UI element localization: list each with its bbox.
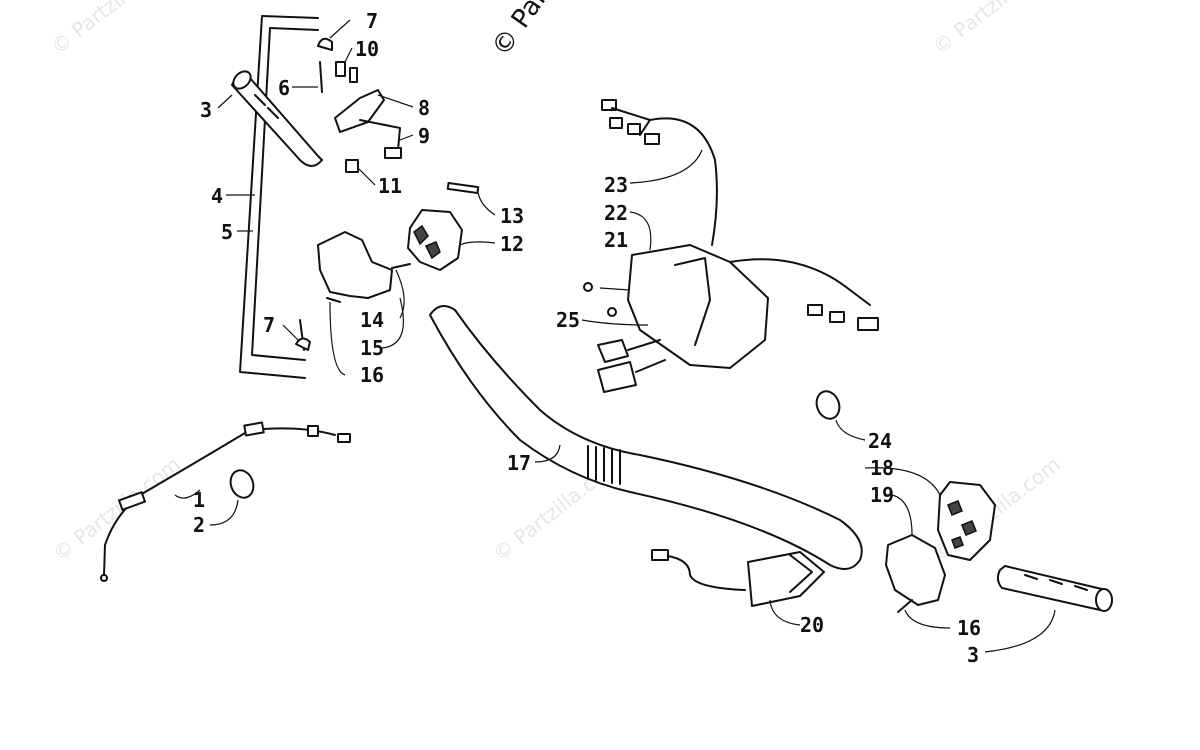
- callout-19: 19: [870, 483, 894, 507]
- callout-6: 6: [278, 76, 290, 100]
- watermark-top-right: © Partzilla.com: [928, 0, 1064, 59]
- throttle-housing: [295, 231, 411, 351]
- left-switch-housing: [407, 181, 480, 271]
- callout-3-right: 3: [967, 643, 979, 667]
- callout-1: 1: [193, 488, 205, 512]
- callout-5: 5: [221, 220, 233, 244]
- callout-10: 10: [355, 37, 379, 61]
- callout-20: 20: [800, 613, 824, 637]
- left-grip: [231, 70, 323, 167]
- callout-11: 11: [378, 174, 402, 198]
- right-grip: [996, 565, 1113, 612]
- callouts: 1 2 3 3 4 5 6 7 7 8 9 10 11 12 13 14 15 …: [193, 9, 981, 667]
- heater-element: [651, 549, 825, 607]
- handlebar: [429, 305, 863, 570]
- wiring-harness-cover: [583, 99, 879, 393]
- callout-24: 24: [868, 429, 892, 453]
- callout-13: 13: [500, 204, 524, 228]
- watermark-top-center: © Partzilla.com: [486, 0, 626, 62]
- leader-lines: [174, 19, 1056, 653]
- callout-12: 12: [500, 232, 524, 256]
- top-left-hardware: [317, 37, 402, 173]
- callout-14: 14: [360, 308, 384, 332]
- callout-2: 2: [193, 513, 205, 537]
- callout-3-left: 3: [200, 98, 212, 122]
- callout-16-left: 16: [360, 363, 384, 387]
- callout-8: 8: [418, 96, 430, 120]
- callout-17: 17: [507, 451, 531, 475]
- right-switch-housing: [885, 481, 996, 613]
- callout-22: 22: [604, 201, 628, 225]
- callout-15: 15: [360, 336, 384, 360]
- callout-18: 18: [870, 456, 894, 480]
- callout-21: 21: [604, 228, 628, 252]
- callout-16-right: 16: [957, 616, 981, 640]
- callout-7-bottom: 7: [263, 313, 275, 337]
- throttle-cable: [100, 421, 351, 582]
- kit-bracket: [239, 15, 319, 379]
- watermark-mid-left: © Partzilla.com: [48, 452, 184, 566]
- callout-25: 25: [556, 308, 580, 332]
- callout-4: 4: [211, 184, 223, 208]
- callout-9: 9: [418, 124, 430, 148]
- snap-rings: [229, 390, 841, 499]
- watermark-top-left: © Partzilla.com: [46, 0, 182, 59]
- callout-23: 23: [604, 173, 628, 197]
- watermarks: © Partzilla.com © Partzilla.com © Partzi…: [46, 0, 1064, 566]
- callout-7-top: 7: [366, 9, 378, 33]
